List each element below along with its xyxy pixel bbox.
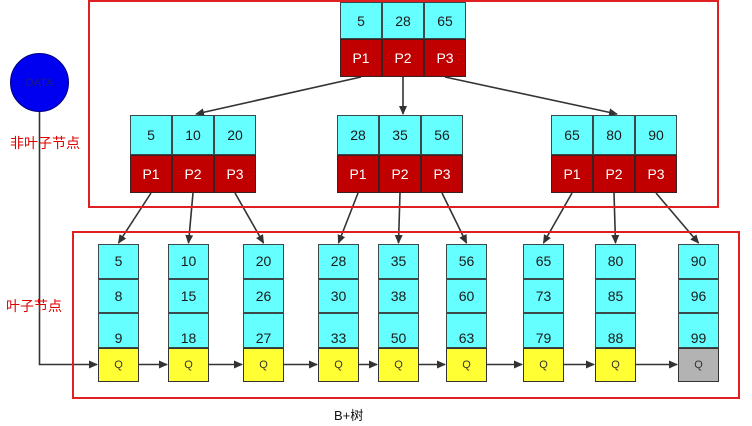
leaf-4-link: Q: [318, 347, 359, 382]
leaf-6-link: Q: [446, 347, 487, 382]
root-pointer-2: P2: [382, 39, 424, 77]
data-node: DATA: [10, 53, 69, 112]
internal-3-edge-3: [655, 192, 700, 244]
leaf-frame: [72, 231, 740, 399]
internal-3-key-2: 80: [593, 115, 635, 155]
leaf-5-key-2: 38: [378, 278, 419, 313]
internal-1-edge-1: [117, 192, 152, 244]
leaf-5-link: Q: [378, 347, 419, 382]
leaf-2-key-1: 10: [168, 244, 209, 279]
leaf-9-key-2: 96: [678, 278, 719, 313]
data-to-leaf-edge: [38, 112, 98, 369]
leaf-8-key-1: 80: [595, 244, 636, 279]
internal-2-key-2: 35: [379, 115, 421, 155]
internal-2-pointer-3: P3: [421, 155, 463, 193]
leaf-3-link: Q: [243, 347, 284, 382]
leaf-7-key-3: 79: [523, 313, 564, 348]
internal-1-key-2: 10: [172, 115, 214, 155]
leaf-6-key-1: 56: [446, 244, 487, 279]
internal-3-pointer-1: P1: [551, 155, 593, 193]
leaf-1-link: Q: [98, 347, 139, 382]
internal-3-pointer-3: P3: [635, 155, 677, 193]
leaf-3-key-3: 27: [243, 313, 284, 348]
leaf-1-key-3: 9: [98, 313, 139, 348]
leaf-3-key-1: 20: [243, 244, 284, 279]
leaf-9-key-1: 90: [678, 244, 719, 279]
internal-3-key-3: 90: [635, 115, 677, 155]
leaf-1-key-1: 5: [98, 244, 139, 279]
leaf-3-key-2: 26: [243, 278, 284, 313]
root-key-1: 5: [340, 2, 382, 39]
leaf-8-key-3: 88: [595, 313, 636, 348]
internal-3-edge-1: [542, 192, 573, 244]
leaf-6-key-3: 63: [446, 313, 487, 348]
leaf-2-key-2: 15: [168, 278, 209, 313]
internal-2-key-1: 28: [337, 115, 379, 155]
leaf-label: 叶子节点: [6, 298, 62, 314]
leaf-8-link: Q: [595, 347, 636, 382]
internal-2-pointer-1: P1: [337, 155, 379, 193]
internal-2-pointer-2: P2: [379, 155, 421, 193]
leaf-7-key-2: 73: [523, 278, 564, 313]
root-edge-3: [444, 76, 618, 117]
internal-1-pointer-2: P2: [172, 155, 214, 193]
leaf-4-key-3: 33: [318, 313, 359, 348]
non-leaf-frame: [88, 0, 719, 208]
leaf-1-key-2: 8: [98, 278, 139, 313]
leaf-2-key-3: 18: [168, 313, 209, 348]
internal-2-edge-2: [394, 192, 403, 244]
leaf-5-key-1: 35: [378, 244, 419, 279]
leaf-4-key-2: 30: [318, 278, 359, 313]
leaf-5-key-3: 50: [378, 313, 419, 348]
internal-1-edge-2: [185, 192, 194, 244]
leaf-4-key-1: 28: [318, 244, 359, 279]
root-key-2: 28: [382, 2, 424, 39]
root-edge-1: [195, 76, 362, 117]
internal-3-edge-2: [611, 192, 620, 244]
leaf-7-link: Q: [523, 347, 564, 382]
leaf-7-key-1: 65: [523, 244, 564, 279]
internal-2-edge-1: [337, 192, 359, 244]
root-pointer-3: P3: [424, 39, 466, 77]
internal-2-edge-3: [441, 192, 468, 244]
internal-2-key-3: 56: [421, 115, 463, 155]
internal-1-pointer-1: P1: [130, 155, 172, 193]
internal-1-key-1: 5: [130, 115, 172, 155]
root-pointer-1: P1: [340, 39, 382, 77]
internal-3-key-1: 65: [551, 115, 593, 155]
root-key-3: 65: [424, 2, 466, 39]
internal-1-key-3: 20: [214, 115, 256, 155]
diagram-title: B+树: [334, 408, 364, 423]
leaf-8-key-2: 85: [595, 278, 636, 313]
internal-1-edge-3: [234, 192, 265, 244]
leaf-9-key-3: 99: [678, 313, 719, 348]
leaf-6-key-2: 60: [446, 278, 487, 313]
non-leaf-label: 非叶子节点: [10, 135, 80, 151]
internal-3-pointer-2: P2: [593, 155, 635, 193]
leaf-2-link: Q: [168, 347, 209, 382]
leaf-9-link: Q: [678, 347, 719, 382]
internal-1-pointer-3: P3: [214, 155, 256, 193]
